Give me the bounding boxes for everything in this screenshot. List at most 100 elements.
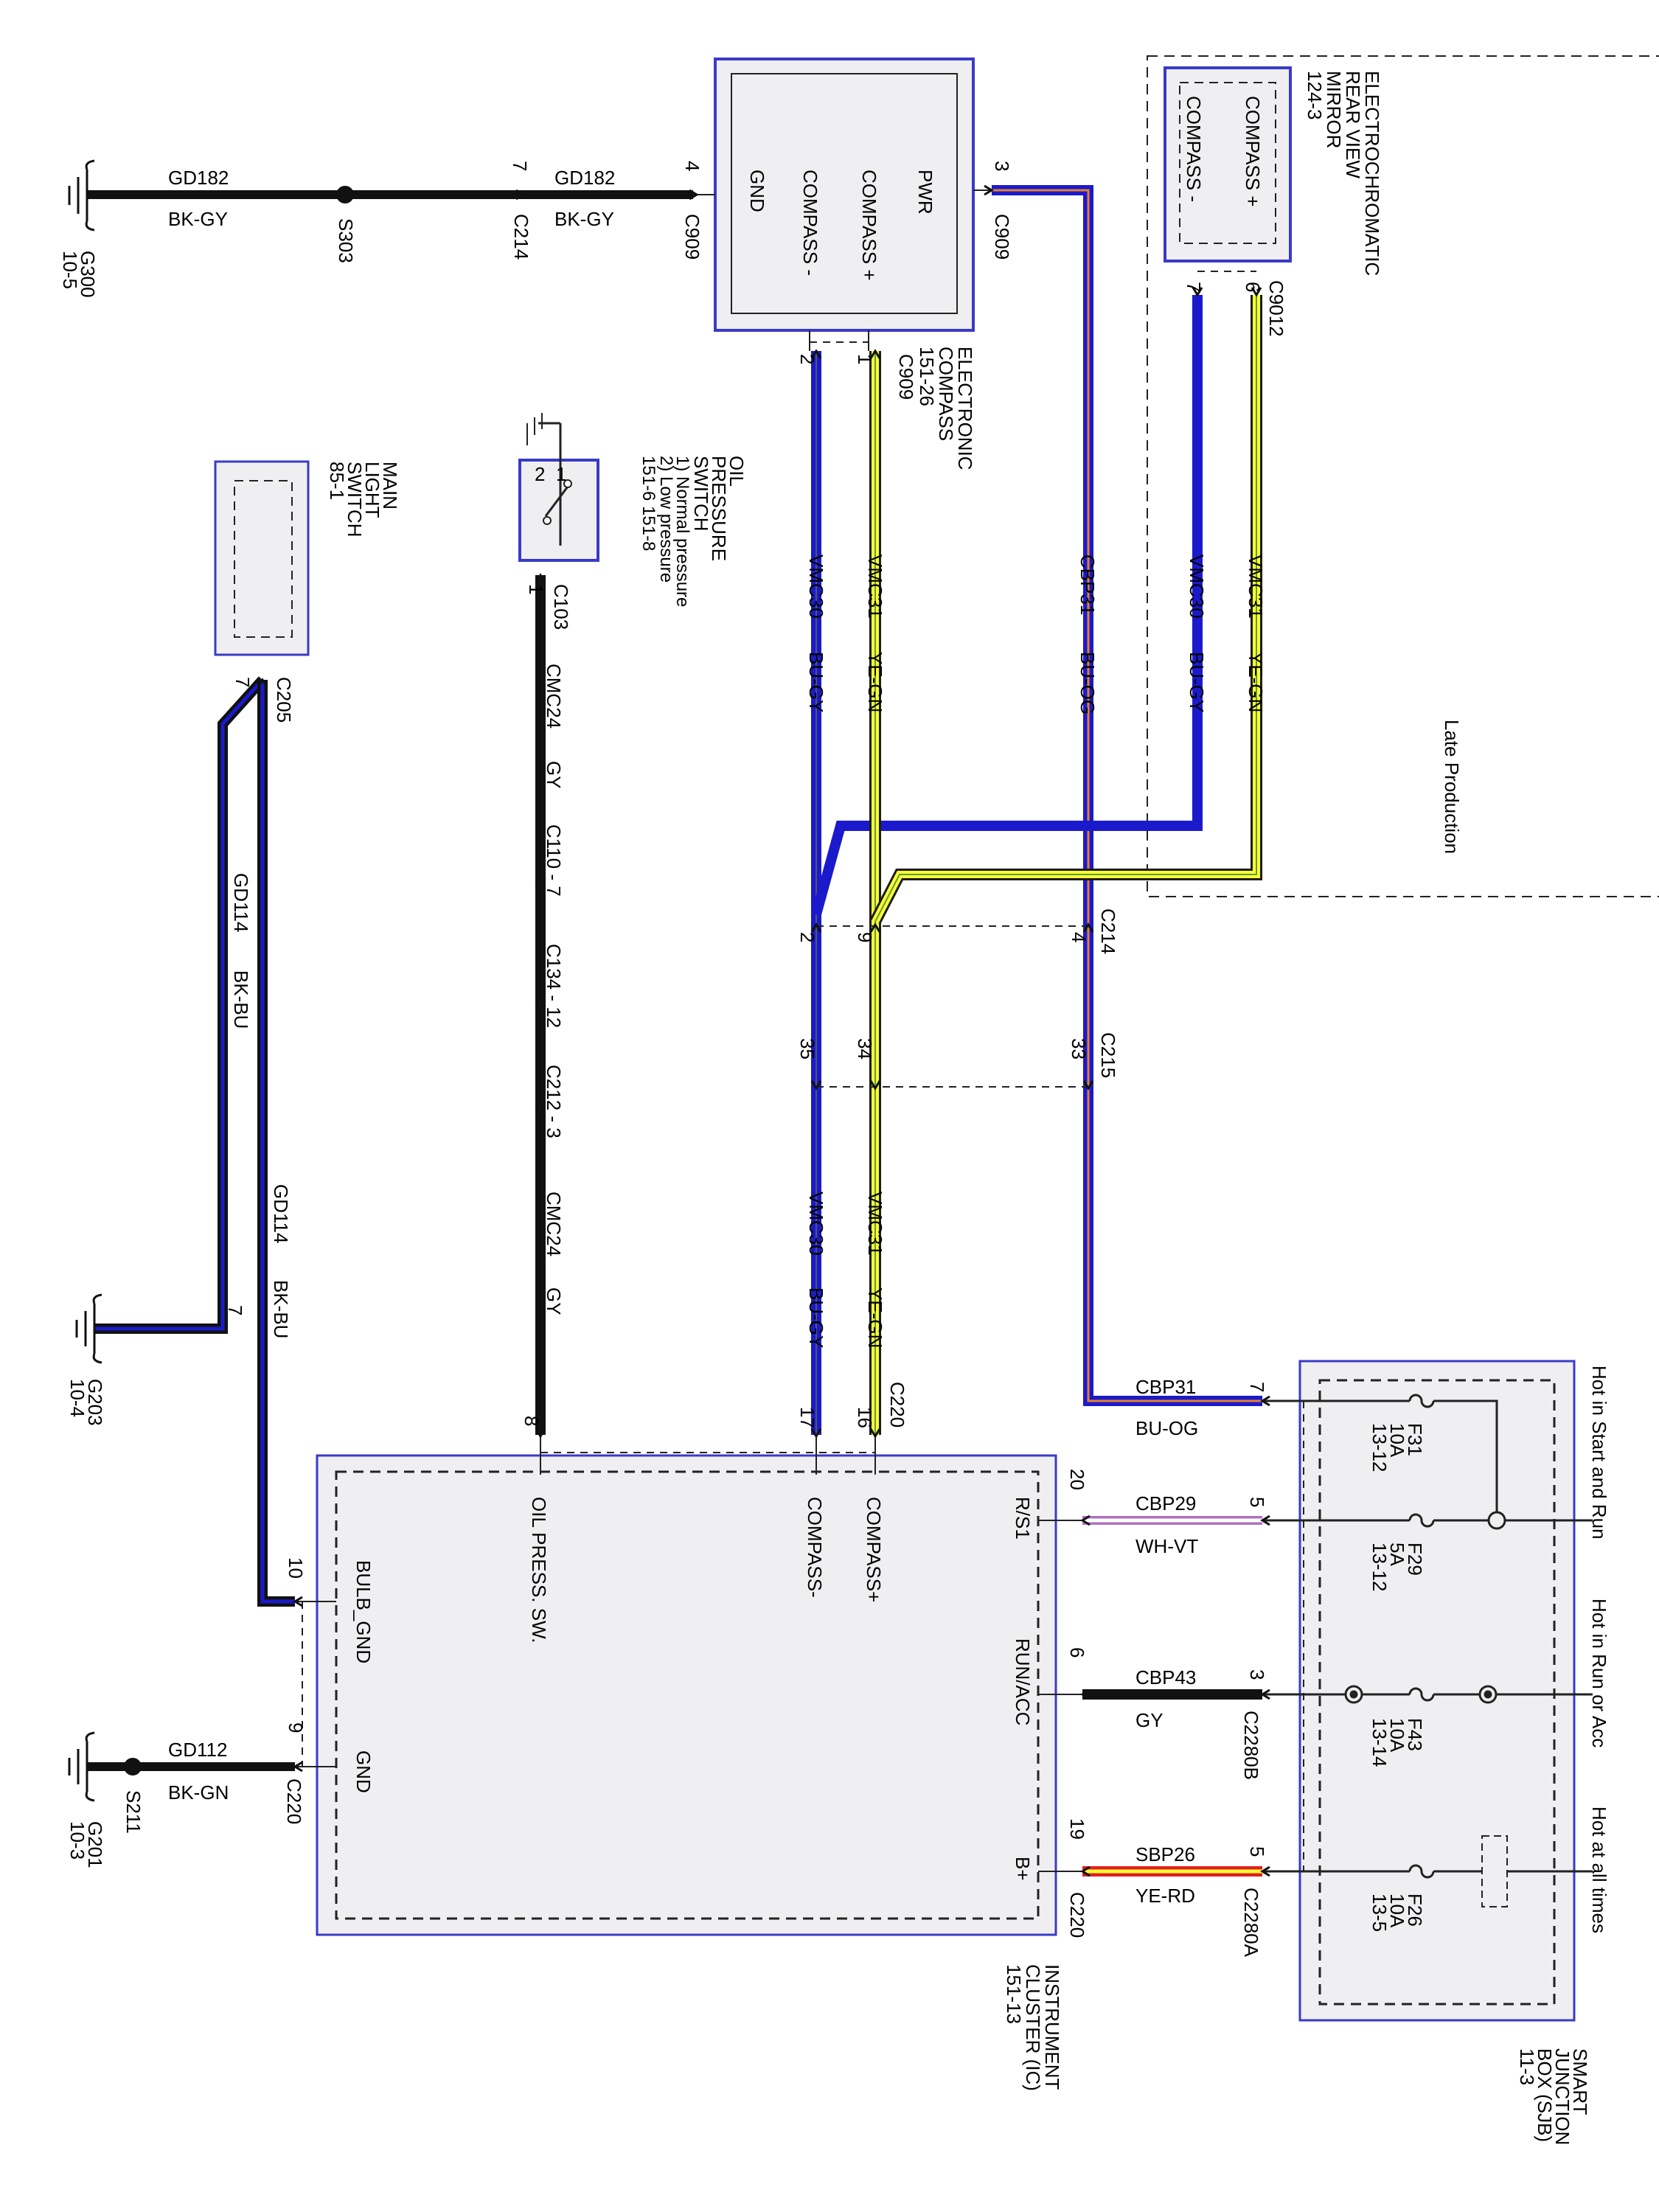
svg-text:13-14: 13-14 bbox=[1368, 1718, 1391, 1767]
svg-text:GND: GND bbox=[746, 170, 768, 212]
cbp29-name: CBP29 bbox=[1135, 1492, 1196, 1514]
oil-pressure-switch: 1 2 bbox=[518, 413, 599, 562]
smart-junction-box-module bbox=[1298, 1360, 1576, 2022]
svg-text:17: 17 bbox=[796, 1407, 818, 1428]
cmc24-color-2: GY bbox=[543, 1287, 565, 1315]
svg-text:LIGHT: LIGHT bbox=[361, 462, 383, 518]
svg-text:3: 3 bbox=[1246, 1669, 1268, 1680]
svg-text:13-5: 13-5 bbox=[1368, 1893, 1391, 1932]
svg-text:9: 9 bbox=[854, 932, 876, 942]
svg-text:10-4: 10-4 bbox=[66, 1379, 88, 1417]
c212-label: C212 - 3 bbox=[543, 1065, 565, 1138]
ground-icon bbox=[68, 1731, 95, 1802]
cbp31-name-v: CBP31 bbox=[1077, 554, 1099, 615]
cbp29-color: WH-VT bbox=[1135, 1535, 1198, 1557]
svg-text:RUN/ACC: RUN/ACC bbox=[1012, 1638, 1034, 1725]
svg-text:85-1: 85-1 bbox=[326, 462, 348, 500]
svg-text:ELECTROCHROMATIC: ELECTROCHROMATIC bbox=[1361, 71, 1383, 276]
svg-text:124-3: 124-3 bbox=[1304, 71, 1326, 120]
gd114-color-2: BK-BU bbox=[270, 1280, 292, 1338]
svg-text:10A: 10A bbox=[1386, 1718, 1408, 1753]
svg-text:151-13: 151-13 bbox=[1003, 1964, 1025, 2024]
wire-gd114 bbox=[94, 676, 295, 1607]
cbp43-color: GY bbox=[1135, 1709, 1164, 1731]
vmc31-color-2: YE-GN bbox=[864, 1287, 886, 1348]
svg-text:CLUSTER (IC): CLUSTER (IC) bbox=[1022, 1964, 1044, 2091]
main-light-switch-title: MAIN LIGHT SWITCH 85-1 bbox=[326, 462, 401, 538]
instrument-cluster-module bbox=[316, 1454, 1057, 1936]
gd114-name-1: GD114 bbox=[230, 873, 252, 932]
sbp26-color: YE-RD bbox=[1135, 1885, 1195, 1907]
vmc30-name-mirror: VMC30 bbox=[1186, 554, 1208, 619]
c909-label-gnd: C909 bbox=[681, 214, 703, 260]
svg-text:1: 1 bbox=[854, 354, 876, 364]
svg-text:G201: G201 bbox=[84, 1821, 106, 1868]
svg-text:19: 19 bbox=[1066, 1818, 1088, 1840]
c9012-label: C9012 bbox=[1265, 280, 1287, 337]
vmc30-color-2: BU-GY bbox=[805, 1287, 827, 1348]
svg-text:10-5: 10-5 bbox=[59, 251, 81, 289]
main-light-switch-module bbox=[214, 460, 310, 656]
ground-g201-label: G201 10-3 bbox=[66, 1821, 106, 1868]
svg-text:151-6 151-8: 151-6 151-8 bbox=[639, 456, 658, 551]
svg-text:Hot in Start and Run: Hot in Start and Run bbox=[1588, 1366, 1610, 1540]
sjb-feeds: Hot in Start and Run Hot in Run or Acc H… bbox=[1588, 1366, 1610, 1933]
cbp43-name: CBP43 bbox=[1135, 1666, 1196, 1688]
vmc30-color-1: BU-GY bbox=[805, 652, 827, 712]
svg-text:Hot at all times: Hot at all times bbox=[1588, 1806, 1610, 1933]
fuse-f26: F26 10A 13-5 bbox=[1368, 1893, 1426, 1932]
gd182-color-2: BK-GY bbox=[554, 208, 614, 230]
ground-g203-label: G203 10-4 bbox=[66, 1379, 106, 1426]
c110-label: C110 - 7 bbox=[543, 824, 565, 897]
svg-text:JUNCTION: JUNCTION bbox=[1551, 2048, 1573, 2145]
fuse-f29: F29 5A 13-12 bbox=[1368, 1543, 1426, 1592]
splice-s211 bbox=[124, 1758, 142, 1775]
svg-text:F31: F31 bbox=[1404, 1423, 1426, 1456]
c214-label-top: C214 bbox=[510, 214, 532, 260]
gd182-name-1: GD182 bbox=[168, 167, 229, 189]
svg-text:3: 3 bbox=[991, 161, 1013, 171]
svg-text:BOX (SJB): BOX (SJB) bbox=[1534, 2048, 1556, 2142]
svg-text:7: 7 bbox=[1183, 282, 1205, 292]
svg-text:Hot in Run or Acc: Hot in Run or Acc bbox=[1588, 1599, 1610, 1747]
svg-text:COMPASS -: COMPASS - bbox=[1183, 96, 1205, 202]
svg-text:OIL PRESS. SW.: OIL PRESS. SW. bbox=[528, 1497, 550, 1643]
svg-text:REAR VIEW: REAR VIEW bbox=[1342, 71, 1364, 178]
svg-text:5: 5 bbox=[1246, 1846, 1268, 1857]
svg-text:151-26: 151-26 bbox=[916, 347, 938, 406]
wire-vmc30 bbox=[811, 295, 1203, 1435]
ground-icon bbox=[75, 1293, 102, 1364]
svg-text:6: 6 bbox=[1066, 1647, 1088, 1658]
svg-text:BULB_GND: BULB_GND bbox=[352, 1560, 375, 1663]
cmc24-name-1: CMC24 bbox=[543, 664, 565, 728]
svg-text:11-3: 11-3 bbox=[1516, 2048, 1538, 2085]
svg-text:35: 35 bbox=[796, 1038, 818, 1060]
svg-text:10-3: 10-3 bbox=[66, 1821, 88, 1860]
svg-text:R/S1: R/S1 bbox=[1012, 1497, 1034, 1540]
ground-g300-label: G300 10-5 bbox=[59, 251, 99, 298]
sjb-title: SMART JUNCTION BOX (SJB) 11-3 bbox=[1516, 2048, 1591, 2145]
mirror-pins: COMPASS + COMPASS - bbox=[1183, 96, 1264, 207]
oil-switch-title: OIL PRESSURE SWITCH 1) Normal pressure 2… bbox=[639, 456, 748, 607]
svg-text:COMPASS+: COMPASS+ bbox=[863, 1497, 885, 1602]
svg-text:MIRROR: MIRROR bbox=[1323, 71, 1345, 148]
instrument-cluster-title: INSTRUMENT CLUSTER (IC) 151-13 bbox=[1003, 1964, 1063, 2091]
svg-text:2: 2 bbox=[796, 932, 818, 942]
svg-text:SWITCH: SWITCH bbox=[690, 456, 712, 532]
svg-text:2: 2 bbox=[796, 354, 818, 364]
fuse-f43: F43 10A 13-14 bbox=[1368, 1718, 1426, 1767]
svg-text:F43: F43 bbox=[1404, 1718, 1426, 1751]
c220-label-gnd: C220 bbox=[283, 1778, 305, 1824]
vmc31-name-mirror: VMC31 bbox=[1245, 554, 1267, 619]
svg-text:F26: F26 bbox=[1404, 1893, 1426, 1927]
svg-text:INSTRUMENT: INSTRUMENT bbox=[1041, 1964, 1063, 2090]
svg-text:COMPASS -: COMPASS - bbox=[799, 170, 821, 276]
vmc31-color-mirror: YE-GN bbox=[1245, 652, 1267, 712]
sbp26-name: SBP26 bbox=[1135, 1843, 1195, 1865]
svg-text:G300: G300 bbox=[77, 251, 99, 298]
splice-s211-label: S211 bbox=[122, 1790, 145, 1834]
mirror-module bbox=[1147, 55, 1659, 897]
svg-text:4: 4 bbox=[1068, 932, 1090, 942]
c2280a-label: C2280A bbox=[1240, 1888, 1262, 1958]
